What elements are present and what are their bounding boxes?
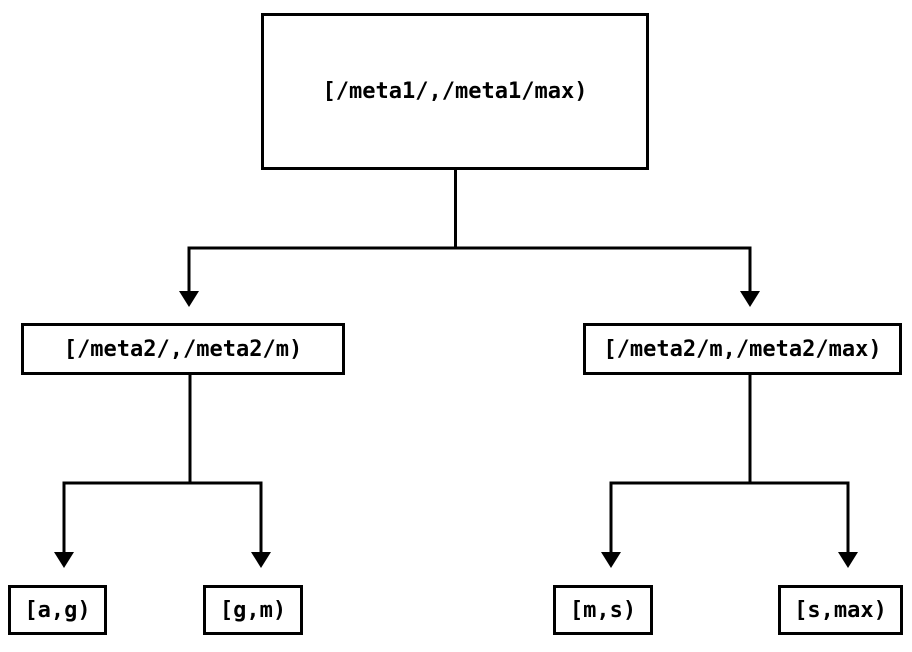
arrowhead-down-icon bbox=[838, 552, 858, 568]
edge-meta2-high-leaf-smax bbox=[748, 375, 858, 568]
edge-line bbox=[187, 170, 457, 292]
edge-line bbox=[748, 375, 850, 553]
node-leaf-a-g: [a,g) bbox=[8, 585, 107, 635]
node-meta2-high-range: [/meta2/m,/meta2/max) bbox=[583, 323, 902, 375]
edge-meta2-low-leaf-ag bbox=[54, 375, 192, 568]
edge-line bbox=[609, 375, 752, 553]
node-meta1-range: [/meta1/,/meta1/max) bbox=[261, 13, 649, 170]
arrowhead-down-icon bbox=[601, 552, 621, 568]
edge-line bbox=[188, 375, 263, 553]
arrowhead-down-icon bbox=[251, 552, 271, 568]
arrowhead-down-icon bbox=[54, 552, 74, 568]
edge-line bbox=[62, 375, 192, 553]
edge-meta2-high-leaf-ms bbox=[601, 375, 752, 568]
node-leaf-g-m: [g,m) bbox=[203, 585, 303, 635]
edge-root-meta2-low bbox=[179, 170, 457, 307]
arrowhead-down-icon bbox=[179, 291, 199, 307]
edge-meta2-low-leaf-gm bbox=[188, 375, 271, 568]
node-leaf-m-s: [m,s) bbox=[553, 585, 653, 635]
edge-line bbox=[454, 170, 752, 292]
node-leaf-s-max: [s,max) bbox=[778, 585, 903, 635]
edge-root-meta2-high bbox=[454, 170, 760, 307]
node-meta2-low-range: [/meta2/,/meta2/m) bbox=[21, 323, 345, 375]
arrowhead-down-icon bbox=[740, 291, 760, 307]
